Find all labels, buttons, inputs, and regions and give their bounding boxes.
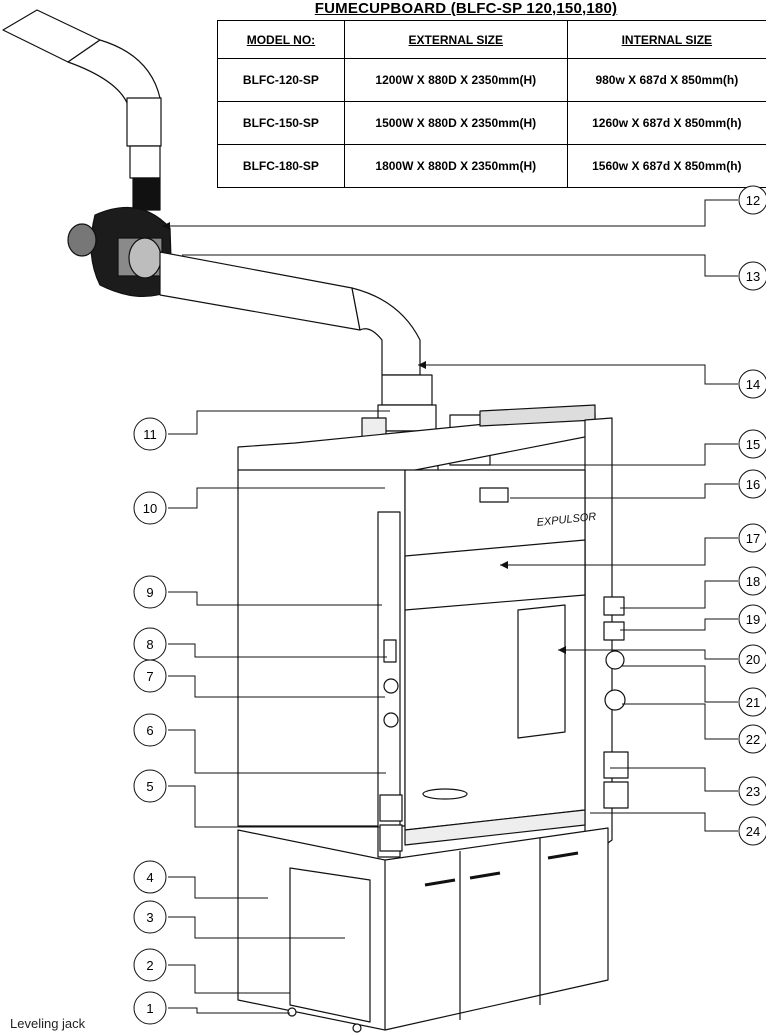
svg-text:18: 18 (746, 574, 760, 589)
callout-4: 4 (133, 860, 167, 894)
callout-8: 8 (133, 627, 167, 661)
svg-text:5: 5 (146, 779, 153, 794)
svg-text:10: 10 (143, 501, 157, 516)
callout-19: 19 (738, 604, 766, 634)
callout-13: 13 (738, 261, 766, 291)
table-cell-external: 1800W X 880D X 2350mm(H) (343, 144, 568, 188)
svg-text:22: 22 (746, 732, 760, 747)
upper-duct (2, 9, 162, 211)
svg-text:3: 3 (146, 910, 153, 925)
svg-text:19: 19 (746, 612, 760, 627)
callout-21: 21 (738, 687, 766, 717)
table-row: BLFC-180-SP 1800W X 880D X 2350mm(H) 156… (217, 144, 766, 188)
sash-window (404, 539, 586, 846)
table-cell-external: 1500W X 880D X 2350mm(H) (343, 101, 568, 145)
diagram-title: FUMECUPBOARD (BLFC-SP 120,150,180) (314, 0, 618, 17)
svg-text:21: 21 (746, 695, 760, 710)
callout-1: 1 (133, 991, 167, 1025)
leader-arrows (162, 222, 566, 654)
leveling-jack-label: Leveling jack (10, 1016, 86, 1031)
callout-15: 15 (738, 429, 766, 459)
svg-text:15: 15 (746, 437, 760, 452)
callout-5: 5 (133, 769, 167, 803)
callout-18: 18 (738, 566, 766, 596)
callout-7: 7 (133, 659, 167, 693)
svg-text:13: 13 (746, 269, 760, 284)
callout-9: 9 (133, 575, 167, 609)
model-size-table: MODEL NO: EXTERNAL SIZE INTERNAL SIZE BL… (217, 20, 766, 188)
svg-text:17: 17 (746, 531, 760, 546)
blower-fan (67, 206, 173, 298)
svg-text:23: 23 (746, 784, 760, 799)
base-cabinet (237, 827, 609, 1033)
callout-24: 24 (738, 816, 766, 846)
svg-text:8: 8 (146, 637, 153, 652)
side-panel-right (584, 417, 629, 861)
header-internal-size: INTERNAL SIZE (566, 20, 766, 59)
callout-14: 14 (738, 369, 766, 399)
table-cell-model: BLFC-180-SP (217, 144, 345, 188)
callout-2: 2 (133, 948, 167, 982)
svg-text:6: 6 (146, 723, 153, 738)
svg-text:1: 1 (146, 1001, 153, 1016)
svg-text:11: 11 (143, 427, 157, 442)
callout-16: 16 (738, 469, 766, 499)
svg-text:16: 16 (746, 477, 760, 492)
svg-text:14: 14 (746, 377, 760, 392)
callout-10: 10 (133, 491, 167, 525)
svg-text:2: 2 (146, 958, 153, 973)
callout-17: 17 (738, 523, 766, 553)
callout-22: 22 (738, 724, 766, 754)
table-header-row: MODEL NO: EXTERNAL SIZE INTERNAL SIZE (217, 20, 766, 59)
horizontal-duct (159, 251, 421, 376)
leader-lines (162, 199, 738, 1014)
callout-12: 12 (738, 185, 766, 215)
callout-11: 11 (133, 417, 167, 451)
svg-text:12: 12 (746, 193, 760, 208)
table-cell-internal: 1560w X 687d X 850mm(h) (566, 144, 766, 188)
svg-text:20: 20 (746, 652, 760, 667)
header-model-no: MODEL NO: (217, 20, 345, 59)
callout-20: 20 (738, 644, 766, 674)
header-external-size: EXTERNAL SIZE (343, 20, 568, 59)
svg-text:7: 7 (146, 669, 153, 684)
callout-6: 6 (133, 713, 167, 747)
svg-text:24: 24 (746, 824, 760, 839)
table-cell-internal: 980w X 687d X 850mm(h) (566, 58, 766, 102)
callout-3: 3 (133, 900, 167, 934)
cabinet-front (237, 469, 586, 858)
table-row: BLFC-120-SP 1200W X 880D X 2350mm(H) 980… (217, 58, 766, 102)
svg-text:9: 9 (146, 585, 153, 600)
callout-23: 23 (738, 776, 766, 806)
svg-text:4: 4 (146, 870, 153, 885)
